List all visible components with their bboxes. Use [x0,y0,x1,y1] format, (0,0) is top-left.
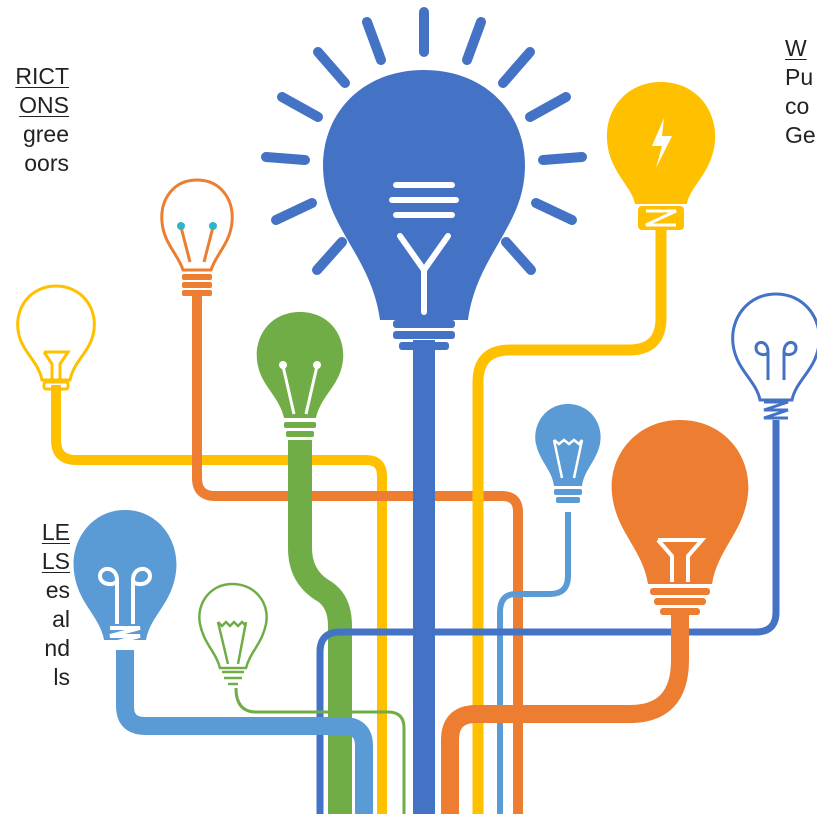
heading-line: W [785,35,807,61]
blue-outline-bulb-icon [731,292,817,420]
large-blue-bulb-icon [261,7,587,350]
green-outline-bulb-icon [198,582,268,686]
body-line: co [785,93,810,119]
body-line: gree [22,121,69,147]
body-line: nd [44,635,70,661]
body-line: es [45,577,70,603]
wire-green-thick [288,440,352,814]
wire-orange-right [441,612,689,814]
orange-filled-bulb-icon [611,420,749,615]
orange-outline-bulb-icon [160,178,234,272]
body-line: Ge [785,122,816,148]
light-blue-filled-bulb-icon [73,510,177,646]
wire-orange-left [192,295,523,814]
wire-light-blue-left [116,650,373,814]
body-line: Pu [785,64,814,90]
text-block-bottom-left: LE LS es al nd ls [10,518,70,692]
yellow-lightning-bulb-icon [606,82,716,230]
wire-yellow-left [51,385,387,814]
heading-line: LS [41,548,70,574]
body-line: oors [24,150,69,176]
wire-yellow-right [472,230,667,814]
wire-light-blue-mid [497,512,571,814]
body-line: al [52,606,70,632]
wire-blue-right [316,420,780,814]
heading-line: RICT [15,63,69,89]
text-block-top-left: RICT ONS gree oors [14,62,69,178]
green-filled-bulb-icon [256,312,344,446]
small-light-blue-bulb-icon [535,404,601,503]
text-block-top-right: W Pu co Ge [785,34,816,150]
wire-green-thin [234,687,406,814]
heading-line: ONS [19,92,69,118]
body-line: ls [53,664,70,690]
heading-line: LE [41,519,70,545]
yellow-outline-bulb-icon [16,284,96,391]
